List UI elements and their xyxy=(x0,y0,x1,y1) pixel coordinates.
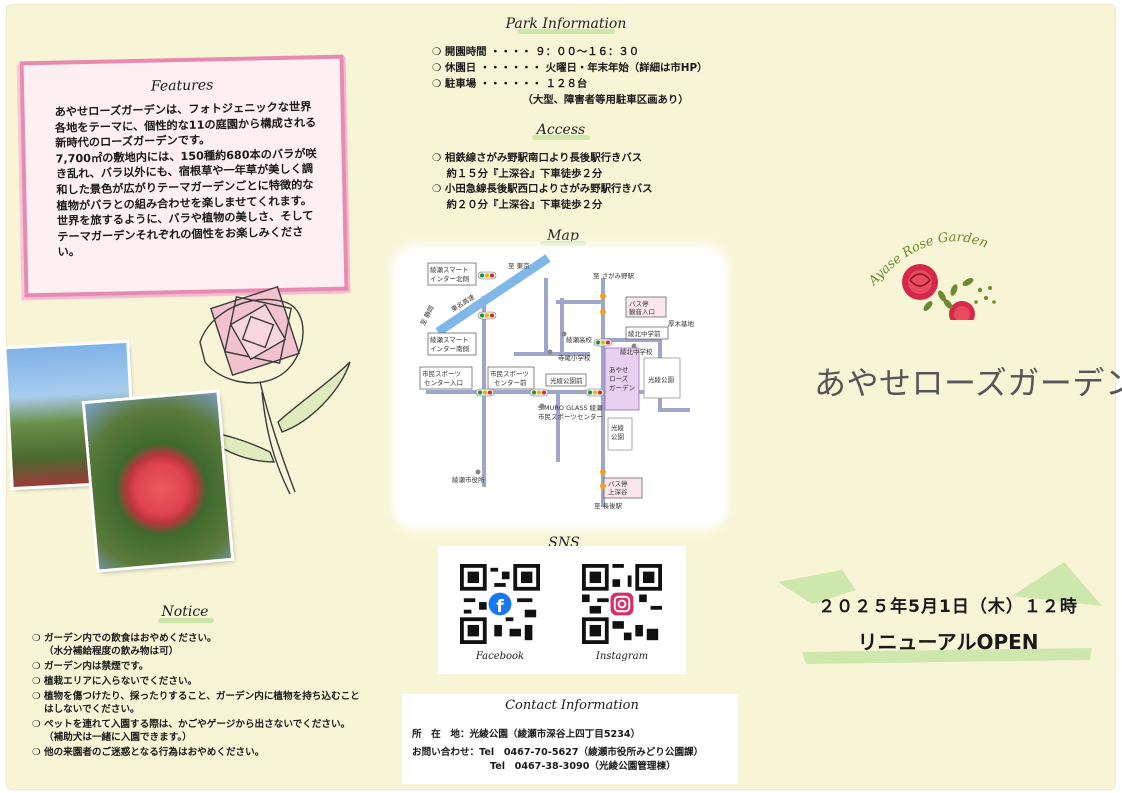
map-label-city-hall: 綾瀬市役所 xyxy=(452,475,485,484)
map-label-sports-entrance: 市民スポーツ xyxy=(422,369,461,378)
map-label-ic-north: 綾瀬スマート xyxy=(430,265,469,274)
ayase-rose-garden-logo: Ayase Rose Garden xyxy=(865,230,996,320)
sketch-rose-illustration xyxy=(199,286,351,495)
contact-phone-2: Tel 0467-38-3090（光綾公園管理棟） xyxy=(490,761,676,772)
map-label-koryo-front: 光綾公園前 xyxy=(550,376,583,385)
map-panel: 綾瀬スマート インター北側 綾瀬スマート インター南側 市民スポーツ センター入… xyxy=(398,250,722,524)
access-route: ❍ 小田急線長後駅西口よりさがみ野駅行きバス xyxy=(432,183,653,195)
map-title: Map xyxy=(530,228,596,246)
access-route-detail: 約２０分『上深谷』下車徒歩２分 xyxy=(432,198,603,211)
map-label-rose-garden-2: ローズ xyxy=(609,374,629,383)
map-label-sports-entrance-2: センター入口 xyxy=(424,378,463,387)
features-body: あやせローズガーデンは、フォトジェニックな世界各地をテーマに、個性的な11の庭園… xyxy=(54,99,319,260)
park-info-list: ❍ 開園時間 ・・・・ ９：００～１６：３０ ❍ 休園日 ・・・・・・ 火曜日・… xyxy=(432,44,752,108)
parking: ❍ 駐車場 ・・・・・・ １２８台 xyxy=(432,78,588,90)
notice-item: ❍ 植栽エリアに入らないでください。 xyxy=(32,676,198,687)
map-label-sports-front-2: センター前 xyxy=(494,378,527,387)
renewal-open-label: リニューアルOPEN xyxy=(857,630,1039,654)
map-label-atsugi: 厚木基地 xyxy=(668,319,695,328)
map-label-kouhoku-school: 綾北中学校 xyxy=(620,347,653,356)
map-label-chogo: 至 長後駅 xyxy=(594,501,623,510)
map-label-to-tokyo: 至 東京 xyxy=(508,261,530,270)
map-label-to-shizuoka: 至 静岡 xyxy=(418,304,436,327)
map-label-koryo-park2: 光綾 xyxy=(611,423,625,432)
map-label-shimuro: SIMURO GLASS 綾瀬 xyxy=(538,403,603,412)
green-brush-banner xyxy=(778,562,1102,664)
facebook-qr-code[interactable]: f xyxy=(460,564,540,644)
features-paragraph-2: 7,700㎡の敷地内には、150種約680本のバラが咲き乱れ、バラ以外にも、宿根… xyxy=(55,146,317,213)
facility-markers xyxy=(475,331,637,475)
opening-hours: ❍ 開園時間 ・・・・ ９：００～１６：３０ xyxy=(432,46,640,58)
map-label-sports-center: 市民スポーツセンター xyxy=(538,412,603,421)
contact-phone-1: お問い合わせ：Tel 0467-70-5627（綾瀬市役所みどり公園課） xyxy=(412,747,704,758)
map-label-rose-garden: あやせ xyxy=(609,366,629,374)
bus-stop-markers xyxy=(600,293,606,489)
instagram-label: Instagram xyxy=(595,651,649,662)
map-label-ic-north-2: インター北側 xyxy=(430,274,470,283)
map-label-ic-south: 綾瀬スマート xyxy=(430,335,469,344)
notice-item: ❍ ペットを連れて入園する際は、かごやゲージから出さないでください。（補助犬は一… xyxy=(32,719,351,743)
map-label-ayase-hs: 綾瀬高校 xyxy=(566,335,593,344)
notice-item: ❍ 他の来園者のご迷惑となる行為はおやめください。 xyxy=(32,747,265,758)
map-label-koryo-park: 光綾公園 xyxy=(648,375,674,384)
features-paragraph-3: 世界を旅するように、バラや植物の美しさ、そしてテーマガーデンそれぞれの個性をお楽… xyxy=(56,209,314,260)
access-route-detail: 約１５分『上深谷』下車徒歩２分 xyxy=(432,167,603,180)
traffic-lights xyxy=(475,271,613,397)
map-label-terao: 寺尾小学校 xyxy=(558,353,591,362)
parking-note: （大型、障害者等用駐車区画あり） xyxy=(432,94,689,106)
facebook-label: Facebook xyxy=(475,651,525,662)
map-label-bus-kamifukaya: バス停 xyxy=(608,479,628,488)
map-label-bus-kamifukaya-2: 上深谷 xyxy=(608,487,628,496)
instagram-qr-code[interactable] xyxy=(582,564,662,644)
map-label-ic-south-2: インター南側 xyxy=(430,344,470,353)
contact-box: Contact Information 所 在 地：光綾公園（綾瀬市深谷上四丁目… xyxy=(402,694,738,784)
notice-title: Notice xyxy=(161,604,209,620)
park-info-title: Park Information xyxy=(496,16,636,34)
contact-title: Contact Information xyxy=(505,698,639,713)
map-label-sagamino: 至 さがみ野駅 xyxy=(593,271,635,280)
rose-icon xyxy=(902,264,996,320)
svg-text:f: f xyxy=(496,597,504,617)
features-box: Features あやせローズガーデンは、フォトジェニックな世界各地をテーマに、… xyxy=(19,54,349,298)
access-route: ❍ 相鉄線さがみ野駅南口より長後駅行きバス xyxy=(432,152,643,164)
opening-date: ２０２５年5月1日（木）１２時 xyxy=(818,597,1078,617)
sns-box: f Facebook Instagram xyxy=(438,546,686,674)
access-title: Access xyxy=(520,122,602,140)
contact-address: 所 在 地：光綾公園（綾瀬市深谷上四丁目5234） xyxy=(412,729,641,740)
access-map: 綾瀬スマート インター北側 綾瀬スマート インター南側 市民スポーツ センター入… xyxy=(418,254,695,510)
access-list: ❍ 相鉄線さがみ野駅南口より長後駅行きバス 約１５分『上深谷』下車徒歩２分 ❍ … xyxy=(432,151,752,213)
map-label-bus-kannon-2: 観音入口 xyxy=(629,307,655,316)
notice-item: ❍ 植物を傷つけたり、採ったりすること、ガーデン内に植物を持ち込むことはしないで… xyxy=(32,691,360,715)
map-label-bus-kannon: バス停 xyxy=(629,299,649,308)
notice-item: ❍ ガーデン内は禁煙です。 xyxy=(32,661,149,672)
notice-item: ❍ ガーデン内での飲食はおやめください。 （水分補給程度の飲み物は可） xyxy=(32,633,217,657)
features-title: Features xyxy=(150,77,214,95)
map-label-sports-front: 市民スポーツ xyxy=(490,369,529,378)
features-paragraph-1: あやせローズガーデンは、フォトジェニックな世界各地をテーマに、個性的な11の庭園… xyxy=(54,100,317,150)
map-label-kouhoku-mae: 綾北中学前 xyxy=(628,329,661,338)
rose-photo-2 xyxy=(85,392,231,570)
brand-name: あやせローズガーデン xyxy=(814,364,1122,402)
closed-days: ❍ 休園日 ・・・・・・ 火曜日・年末年始（詳細は市HP） xyxy=(432,62,708,74)
map-label-rose-garden-3: ガーデン xyxy=(609,383,635,392)
map-label-koryo-park2-2: 公園 xyxy=(611,433,624,441)
notice-list: ❍ ガーデン内での飲食はおやめください。 （水分補給程度の飲み物は可） ❍ ガー… xyxy=(32,632,362,761)
notice-title-underline xyxy=(158,618,214,623)
